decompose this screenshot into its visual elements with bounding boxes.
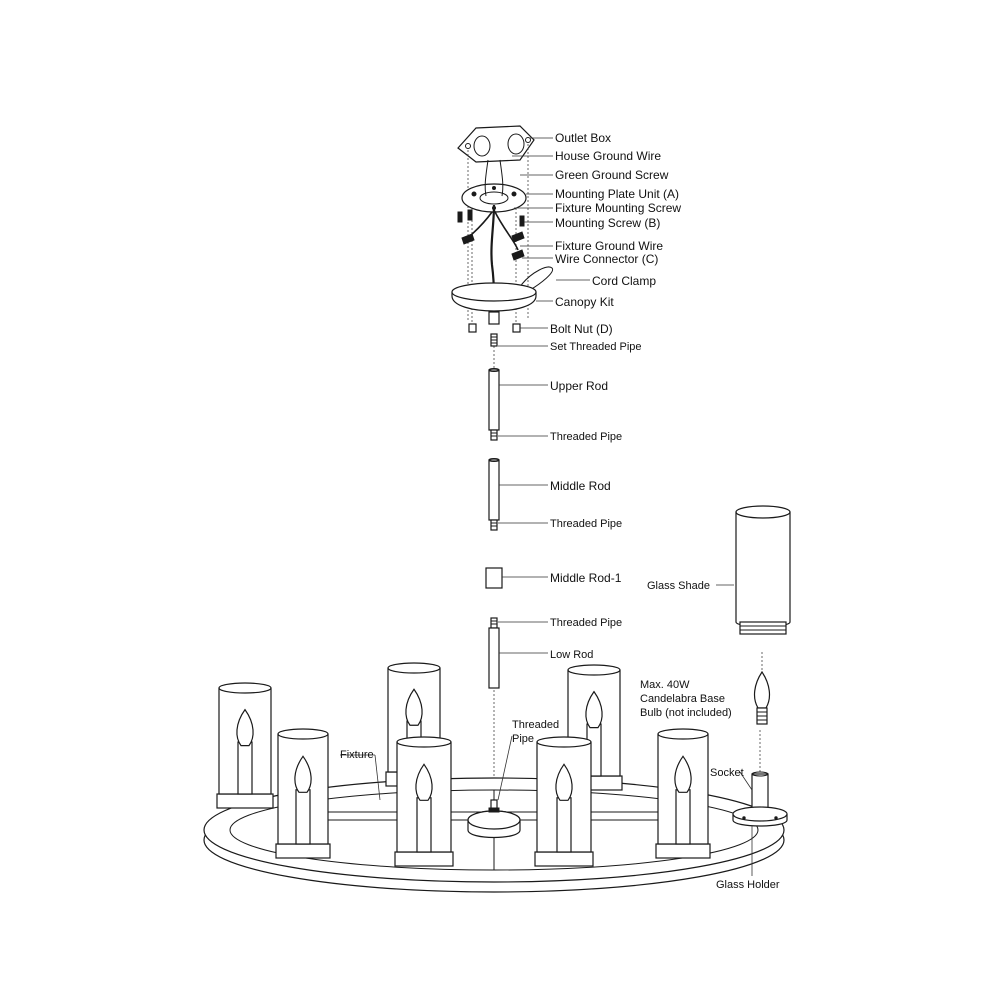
- label-threaded-pipe-1: Threaded Pipe: [550, 431, 622, 443]
- label-threaded-pipe-4-line2: Pipe: [512, 733, 534, 745]
- label-mounting-screw: Mounting Screw (B): [555, 216, 660, 230]
- label-bulb-line3: Bulb (not included): [640, 707, 732, 719]
- wires: [467, 159, 519, 299]
- label-threaded-pipe-4-line1: Threaded: [512, 719, 559, 731]
- candle-cup: [275, 728, 331, 859]
- bulb: [753, 670, 771, 725]
- label-bolt-nut: Bolt Nut (D): [550, 322, 613, 336]
- candle-cup: [216, 682, 274, 809]
- label-glass-shade: Glass Shade: [647, 580, 710, 592]
- label-middle-rod-1: Middle Rod-1: [550, 571, 622, 585]
- low-rod: [488, 617, 500, 689]
- label-fixture-ground-wire: Fixture Ground Wire: [555, 239, 663, 253]
- label-socket: Socket: [710, 767, 744, 779]
- middle-rod: [488, 458, 500, 531]
- upper-rod: [488, 368, 500, 441]
- mounting-screws: [457, 209, 525, 227]
- label-house-ground-wire: House Ground Wire: [555, 149, 661, 163]
- label-middle-rod: Middle Rod: [550, 479, 611, 493]
- label-cord-clamp: Cord Clamp: [592, 274, 656, 288]
- label-fixture-mounting-screw: Fixture Mounting Screw: [555, 201, 681, 215]
- label-fixture: Fixture: [340, 749, 374, 761]
- label-glass-holder: Glass Holder: [716, 879, 780, 891]
- label-upper-rod: Upper Rod: [550, 379, 608, 393]
- socket-and-glass-holder: [732, 771, 788, 827]
- labels: Outlet Box House Ground Wire Green Groun…: [340, 131, 780, 891]
- outlet-box: [457, 125, 535, 163]
- label-low-rod: Low Rod: [550, 649, 593, 661]
- label-wire-connector: Wire Connector (C): [555, 252, 658, 266]
- canopy-kit: [451, 282, 537, 325]
- candle-cup: [394, 736, 454, 867]
- leader-lines: [340, 137, 753, 876]
- label-bulb-line1: Max. 40W: [640, 679, 690, 691]
- label-canopy-kit: Canopy Kit: [555, 295, 614, 309]
- label-bulb-line2: Candelabra Base: [640, 693, 725, 705]
- middle-rod-1: [485, 567, 503, 589]
- label-set-threaded-pipe: Set Threaded Pipe: [550, 341, 642, 353]
- candle-cups: [216, 662, 711, 867]
- wire-connectors: [461, 231, 525, 261]
- label-threaded-pipe-2: Threaded Pipe: [550, 518, 622, 530]
- set-threaded-pipe: [490, 333, 498, 347]
- candle-cup: [534, 736, 594, 867]
- glass-shade: [735, 505, 791, 635]
- candle-cup: [655, 728, 711, 859]
- label-green-ground-screw: Green Ground Screw: [555, 168, 669, 182]
- label-mounting-plate-unit: Mounting Plate Unit (A): [555, 187, 679, 201]
- bolt-nuts: [468, 323, 521, 333]
- center-hub: [467, 799, 521, 839]
- label-outlet-box: Outlet Box: [555, 131, 611, 145]
- label-threaded-pipe-3: Threaded Pipe: [550, 617, 622, 629]
